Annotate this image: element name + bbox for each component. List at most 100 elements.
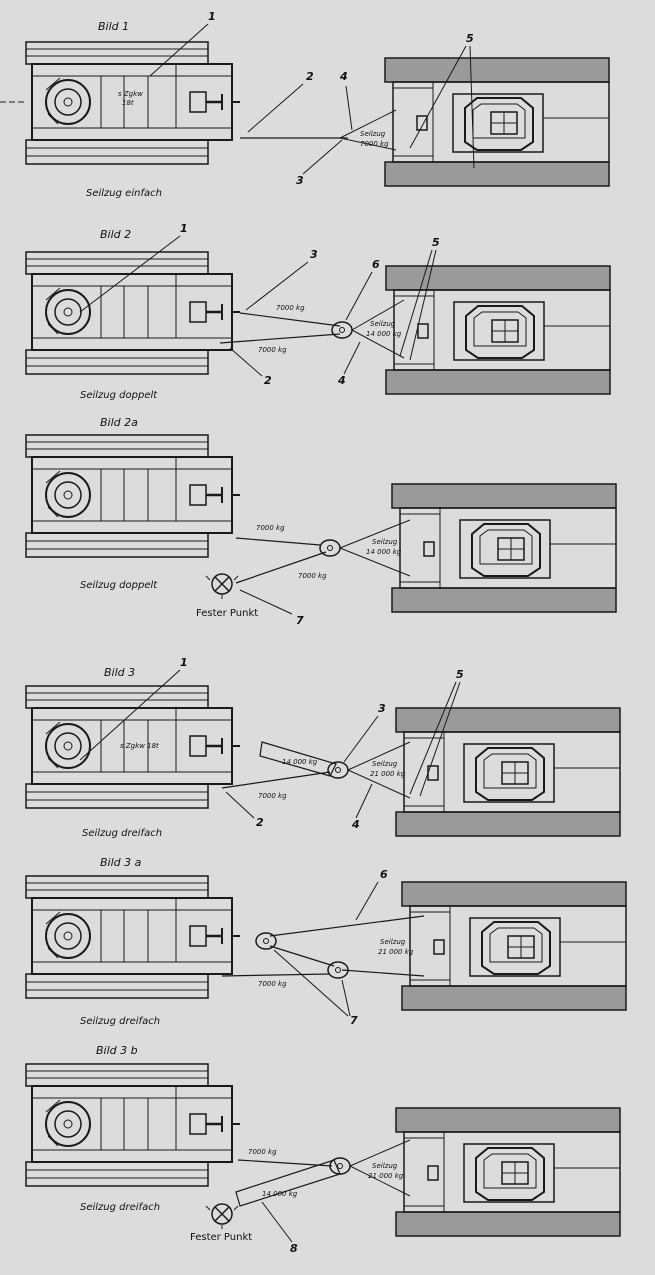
force-triangle (349, 1139, 411, 1197)
callout-5: 5 (456, 668, 464, 681)
panel-caption: Seilzug dreifach (80, 1202, 160, 1213)
tank-drawing (384, 57, 610, 187)
callout-leader (399, 249, 437, 361)
force-triangle (351, 299, 405, 359)
callout-5: 5 (466, 32, 474, 45)
callout-leader (245, 261, 309, 311)
fixed-point-label: Fester Punkt (190, 1232, 252, 1243)
callout-leader (225, 791, 255, 819)
rope-force: 7000 kg (248, 1148, 277, 1156)
rope-force: 14 000 kg (282, 758, 318, 766)
panel-bild-2a: Bild 2a 7000 kg 7000 kg Seilzug 14 000 k… (24, 416, 617, 627)
callout-6: 6 (380, 868, 388, 881)
callout-2: 2 (256, 816, 264, 829)
rope-force: 7000 kg (298, 572, 327, 580)
tractor-label: s Zgkw (118, 90, 143, 98)
callout-leader (355, 783, 373, 819)
callout-leader (149, 23, 209, 77)
callout-leader (355, 881, 379, 921)
callout-3: 3 (296, 174, 304, 187)
pulley-block (331, 321, 353, 339)
tractor-label: s Zgkw 18t (120, 742, 159, 750)
callout-leader (343, 341, 361, 375)
fixed-point-anchor (205, 573, 239, 600)
rope (221, 973, 331, 977)
callout-leader (229, 347, 263, 377)
rope-bundle (235, 1159, 341, 1207)
panel-title: Bild 1 (98, 20, 129, 33)
panel-caption: Seilzug dreifach (80, 1016, 160, 1027)
callout-leader (345, 85, 353, 131)
callout-leader (409, 681, 461, 797)
callout-7: 7 (296, 614, 304, 627)
tank-force-value: 21 000 kg (368, 1172, 404, 1180)
tractor-drawing (24, 874, 242, 1000)
callout-leader (343, 715, 379, 763)
fixed-point-label: Fester Punkt (196, 608, 258, 619)
panel-caption: Seilzug doppelt (80, 580, 158, 591)
tractor-drawing (24, 250, 242, 376)
callout-7: 7 (350, 1014, 358, 1027)
callout-3: 3 (378, 702, 386, 715)
callout-2: 2 (264, 374, 272, 387)
tractor-label: 18t (122, 99, 134, 107)
tank-force-value: 21 000 kg (370, 770, 406, 778)
callout-2: 2 (306, 70, 314, 83)
panel-caption: Seilzug dreifach (82, 828, 162, 839)
pulley-block (327, 761, 349, 779)
rope (269, 915, 425, 937)
callout-leader (261, 1201, 293, 1243)
callout-leader (409, 45, 475, 169)
rope-force: 7000 kg (258, 980, 287, 988)
rope (221, 771, 331, 789)
callout-leader (79, 235, 181, 313)
panel-bild-3a: Bild 3 a 7000 kg Seilzug 21 000 kg 6 7 S… (24, 856, 627, 1027)
callout-4: 4 (339, 70, 348, 83)
rope-force: 7000 kg (256, 524, 285, 532)
tank-drawing (395, 1107, 621, 1237)
panel-bild-3: Bild 3 s Zgkw 18t 14 000 kg 7000 kg Seil… (24, 656, 621, 839)
rope (269, 945, 335, 967)
callout-1: 1 (180, 222, 188, 235)
callout-4: 4 (337, 374, 346, 387)
rope (341, 969, 425, 977)
callout-leader (345, 271, 373, 321)
callout-leader (79, 669, 181, 761)
callout-1: 1 (180, 656, 188, 669)
callout-4: 4 (351, 818, 360, 831)
tank-drawing (391, 483, 617, 613)
callout-leader (239, 589, 293, 615)
rope (239, 312, 341, 327)
panel-bild-2: Bild 2 7000 kg 7000 kg Seilzug 14 000 kg… (24, 222, 611, 401)
callout-3: 3 (310, 248, 318, 261)
fixed-point-anchor (205, 1203, 239, 1230)
tractor-drawing (24, 433, 242, 559)
panel-bild-1: Bild 1 s Zgkw 18t Seilzug 7000 kg 1 2 3 … (0, 10, 610, 199)
tank-force-value: 21 000 kg (378, 948, 414, 956)
force-triangle (347, 741, 411, 799)
tank-force-label: Seilzug (370, 320, 396, 328)
panel-title: Bild 2 (100, 228, 131, 241)
rope (235, 551, 327, 584)
rope (235, 537, 321, 546)
rope-bundle (259, 741, 337, 777)
tank-drawing (385, 265, 611, 395)
callout-1: 1 (208, 10, 216, 23)
tank-force-value: 14 000 kg (366, 548, 402, 556)
panel-caption: Seilzug einfach (86, 188, 162, 199)
panel-title: Bild 3 a (100, 856, 142, 869)
callout-5: 5 (432, 236, 440, 249)
tank-drawing (395, 707, 621, 837)
panel-bild-3b: Bild 3 b 7000 kg 14 000 kg Seilzug 21 00… (24, 1044, 621, 1255)
pulley-block (329, 1157, 351, 1175)
tank-force-value: 14 000 kg (366, 330, 402, 338)
rope-force: 14 000 kg (262, 1190, 298, 1198)
tank-drawing (401, 881, 627, 1011)
panel-title: Bild 3 (104, 666, 135, 679)
tank-force-label: Seilzug (360, 130, 386, 138)
panel-title: Bild 3 b (96, 1044, 138, 1057)
panel-caption: Seilzug doppelt (80, 390, 158, 401)
force-triangle (339, 519, 411, 577)
tank-force-label: Seilzug (372, 538, 398, 546)
